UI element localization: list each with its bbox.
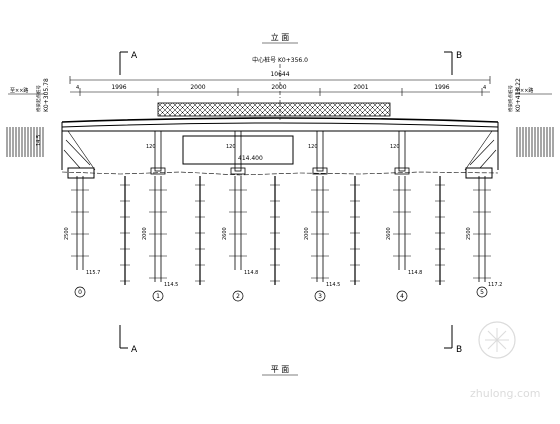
pier-column xyxy=(154,130,162,172)
pier-number-circle xyxy=(314,290,326,302)
elevation-title: 立 面 xyxy=(271,32,290,42)
left-station-note: 桥梁起点桩号 xyxy=(35,85,42,112)
pier-cap xyxy=(230,167,246,175)
pile-tip-elevation: 114.8 xyxy=(408,270,422,276)
watermark: zhulong.com xyxy=(470,321,540,400)
pier-cap xyxy=(150,167,166,175)
svg-text:B: B xyxy=(456,345,462,355)
pile-tip-elevation: 114.8 xyxy=(244,270,258,276)
span-length-label: 2000 xyxy=(190,84,205,91)
pier-number-circle xyxy=(396,290,408,302)
right-station-note: 桥梁终点桩号 xyxy=(507,85,514,112)
pier-number: 1 xyxy=(156,293,160,300)
svg-text:B: B xyxy=(456,51,462,61)
pier-number: 0 xyxy=(78,289,82,296)
pier-cap-dim: 120 xyxy=(308,144,318,150)
pier-number: 2 xyxy=(236,293,240,300)
right-embankment-hatch xyxy=(516,127,554,157)
pile-length-label: 2500 xyxy=(64,227,70,240)
left-embankment-hatch xyxy=(6,127,44,157)
pile-tip-elevation: 117.2 xyxy=(488,282,502,288)
pile-length-label: 2000 xyxy=(142,227,148,240)
span-length-label: 2001 xyxy=(353,84,368,91)
pier-cap xyxy=(312,167,328,175)
pier-column xyxy=(234,130,242,172)
pile-tip-elevation: 115.7 xyxy=(86,270,100,276)
section-marker-b-bottom: B xyxy=(444,325,462,355)
pier-cap xyxy=(394,167,410,175)
pier-number-circle xyxy=(476,286,488,298)
ground-line xyxy=(61,171,499,176)
pile-length-label: 2600 xyxy=(386,227,392,240)
pier-cap-dim: 120 xyxy=(146,144,156,150)
pier-number-circle xyxy=(232,290,244,302)
pier-number-circle xyxy=(152,290,164,302)
pier-number-circle xyxy=(74,286,86,298)
borehole-column xyxy=(350,176,360,285)
span-length-label: 2000 xyxy=(271,84,286,91)
pile-tip-elevation: 114.5 xyxy=(164,282,178,288)
svg-text:A: A xyxy=(131,345,138,355)
section-marker-b-top: B xyxy=(444,51,462,75)
pier-5: 2500 117.2 5 xyxy=(466,176,502,298)
pier-3: 120 2000 114.5 3 xyxy=(304,130,340,302)
right-gap-label: 4 xyxy=(483,85,486,91)
pier-cap-dim: 120 xyxy=(226,144,236,150)
pier-column xyxy=(316,130,324,172)
borehole-column xyxy=(435,176,445,285)
pier-4: 120 2600 114.8 4 xyxy=(386,130,422,302)
svg-text:A: A xyxy=(131,51,138,61)
span-ticks: 1996 2000 2000 2001 1996 xyxy=(79,84,483,96)
pier-number: 5 xyxy=(480,289,484,296)
paving-hatch-band xyxy=(157,102,391,117)
pier-1: 120 2000 114.5 1 xyxy=(142,130,178,302)
middle-pier-cap-block xyxy=(182,135,294,165)
borehole-column xyxy=(195,176,205,285)
bridge-deck xyxy=(61,117,499,132)
abutment-height-label: 14.5 xyxy=(36,135,42,146)
piers-group: 2500 115.7 0 120 2000 114.5 1 120 2600 114.8 2 120 2… xyxy=(64,130,502,302)
borehole-column xyxy=(120,176,130,285)
left-station-label: K0+305.78 xyxy=(43,78,50,112)
section-marker-a-top: A xyxy=(119,51,138,75)
pier-cap-dim: 120 xyxy=(390,144,400,150)
right-abutment xyxy=(464,130,499,179)
pier-top-elevation: 414.400 xyxy=(238,155,263,162)
total-length-label: 10644 xyxy=(270,71,289,78)
span-length-label: 1996 xyxy=(434,84,449,91)
right-direction-label: 至××路 xyxy=(515,87,533,94)
watermark-text: zhulong.com xyxy=(470,387,540,400)
pier-column xyxy=(398,130,406,172)
pier-2: 120 2600 114.8 2 xyxy=(222,130,258,302)
left-gap-label: 4 xyxy=(76,85,79,91)
pile-length-label: 2000 xyxy=(304,227,310,240)
pier-0: 2500 115.7 0 xyxy=(64,176,100,298)
span-length-label: 1996 xyxy=(111,84,126,91)
left-abutment xyxy=(61,130,96,179)
pile-tip-elevation: 114.5 xyxy=(326,282,340,288)
pier-number: 3 xyxy=(318,293,322,300)
section-marker-a-bottom: A xyxy=(119,325,138,355)
borehole-column xyxy=(270,176,280,285)
plan-title: 平 面 xyxy=(271,365,290,374)
right-station-label: K0+413.22 xyxy=(515,78,522,112)
centerline-station-label: 中心桩号 K0+356.0 xyxy=(252,56,308,64)
pier-number: 4 xyxy=(400,293,404,300)
left-direction-label: 至××路 xyxy=(10,87,28,94)
pile-length-label: 2600 xyxy=(222,227,228,240)
pile-length-label: 2500 xyxy=(466,227,472,240)
